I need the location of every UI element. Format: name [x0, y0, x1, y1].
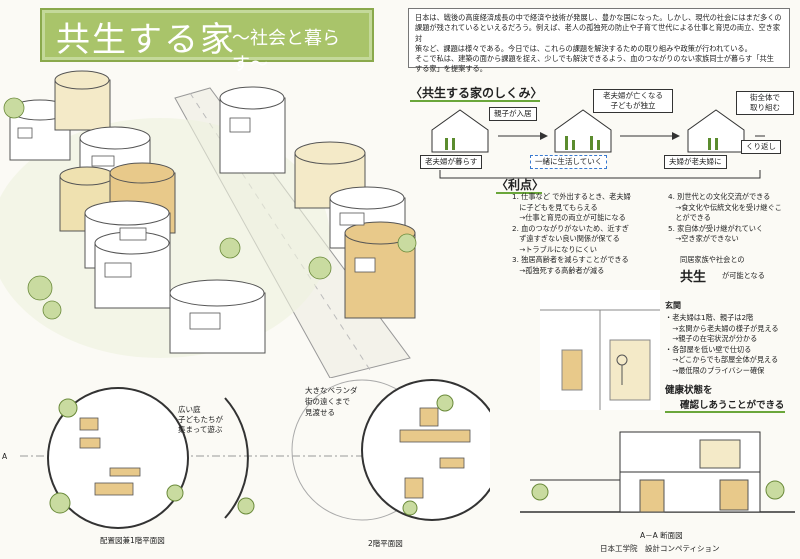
tag-line: 子どもが独立	[610, 101, 656, 110]
intro-line: する家」を提案する。	[415, 64, 487, 74]
tag-parents-move-in: 親子が入居	[489, 107, 537, 121]
intro-text-box: 日本は、戦後の高度経済成長の中で経済や技術が発展し、豊かな国になった。しかし、現…	[408, 8, 790, 73]
benefits-title: 〈利点〉	[496, 178, 545, 192]
benefit-line: →食文化や伝統文化を受け継ぐこ	[668, 202, 782, 212]
entrance-line: →どこからでも部屋全体が見える	[665, 355, 779, 364]
benefit-line: →空き家ができない	[668, 234, 739, 243]
entrance-line: →玄関から老夫婦の様子が見える	[665, 323, 779, 333]
benefit-line: 5. 家自体が受け継がれていく	[668, 223, 764, 233]
balcony-note-line: 大きなベランダ	[305, 386, 358, 395]
garden-note-line: 広い庭	[178, 405, 201, 414]
tag-couple-ages: 夫婦が老夫婦に	[664, 155, 727, 169]
tag-live-together: 一緒に生活していく	[530, 155, 608, 169]
benefits-right-list: 4. 別世代との文化交流ができる →食文化や伝統文化を受け継ぐこ とができる 5…	[668, 192, 796, 245]
benefit-line: に子どもを見てもらえる	[512, 202, 598, 212]
benefit-line: 1. 仕事など で外出するとき、老夫婦	[512, 192, 631, 201]
tag-line: 老夫婦が亡くなる	[603, 91, 663, 100]
coexist-big: 共生	[680, 270, 707, 285]
entrance-line: →最低限のプライバシー確保	[665, 365, 765, 375]
tag-line: 取り組む	[750, 103, 780, 112]
benefit-line: とができる	[668, 213, 711, 222]
benefits-left-list: 1. 仕事など で外出するとき、老夫婦 に子どもを見てもらえる →仕事と育児の両…	[512, 192, 662, 276]
benefit-line: 3. 独居高齢者を減らすことができる	[512, 255, 629, 264]
mechanism-underline	[410, 100, 540, 102]
balcony-note-line: 見渡せる	[305, 408, 335, 417]
entrance-sketch	[540, 290, 660, 410]
plan2-caption: 2階平面図	[368, 539, 403, 548]
section-caption: A－A 断面図	[640, 531, 683, 540]
section-drawing	[520, 431, 795, 513]
health-line-1: 健康状態を	[665, 385, 713, 396]
tag-elders-live: 老夫婦が暮らす	[420, 155, 483, 169]
balcony-note-line: 街の遠くまで	[305, 397, 350, 406]
section-marker-a: A	[2, 452, 8, 461]
benefit-line: ず遠すぎない良い関係が保てる	[512, 234, 620, 243]
intro-line: 策など、課題は様々である。今日では、これらの課題を解決するための取り組みや政策が…	[415, 43, 752, 53]
benefit-line: →孤独死する高齢者が減る	[512, 265, 605, 275]
tag-whole-town: 街全体で 取り組む	[736, 91, 794, 115]
health-underline	[665, 411, 785, 413]
intro-line: そこで私は、建築の面から課題を捉え、少しでも解決できるよう、血のつながりのない家…	[415, 54, 774, 64]
benefit-line: →仕事と育児の両立が可能になる	[512, 213, 626, 222]
entrance-line: ・各部屋を低い壁で仕切る	[665, 344, 752, 354]
intro-line: 課題が残されているといえるだろう。例えば、老人の孤独死の防止や子育て世代による仕…	[415, 23, 781, 43]
page-subtitle: 〜社会と暮らす〜	[232, 28, 340, 75]
perspective-illustration	[0, 70, 417, 378]
loop-arrow	[439, 170, 761, 179]
benefit-line: 4. 別世代との文化交流ができる	[668, 192, 771, 201]
tag-line: 街全体で	[750, 93, 780, 102]
mechanism-diagram	[431, 109, 765, 153]
benefits-underline	[496, 192, 542, 194]
tag-repeat: くり返し	[741, 140, 781, 154]
balcony-note: 大きなベランダ 街の遠くまで 見渡せる	[305, 385, 358, 418]
health-line-2: 確認しあうことができる	[680, 400, 785, 411]
floor-plans	[20, 379, 490, 529]
entrance-line: ・老夫婦は1階、親子は2階	[665, 313, 754, 322]
mechanism-title: 〈共生する家のしくみ〉	[410, 86, 543, 100]
entrance-list: ・老夫婦は1階、親子は2階 →玄関から老夫婦の様子が見える →親子の在宅状況が分…	[665, 313, 797, 376]
garden-note-line: 集まって遊ぶ	[178, 425, 223, 434]
garden-note-line: 子どもたちが	[178, 415, 223, 424]
benefit-line: →トラブルになりにくい	[512, 244, 597, 254]
footer-org: 日本工学院 設計コンペティション	[600, 544, 720, 553]
garden-note: 広い庭 子どもたちが 集まって遊ぶ	[178, 405, 223, 435]
page-title: 共生する家	[56, 20, 236, 60]
tag-elders-pass: 老夫婦が亡くなる 子どもが独立	[593, 89, 673, 113]
entrance-title: 玄関	[665, 301, 681, 310]
intro-line: 日本は、戦後の高度経済成長の中で経済や技術が発展し、豊かな国になった。しかし、現…	[415, 13, 782, 22]
plan1-caption: 配置図兼1階平面図	[100, 536, 165, 545]
title-banner: 共生する家 〜社会と暮らす〜	[40, 8, 374, 75]
coexist-post: が可能となる	[722, 271, 765, 280]
entrance-line: →親子の在宅状況が分かる	[665, 334, 758, 343]
benefit-line: 2. 血のつながりがないため、近すぎ	[512, 223, 629, 233]
coexist-pre: 同居家族や社会との	[680, 255, 745, 264]
